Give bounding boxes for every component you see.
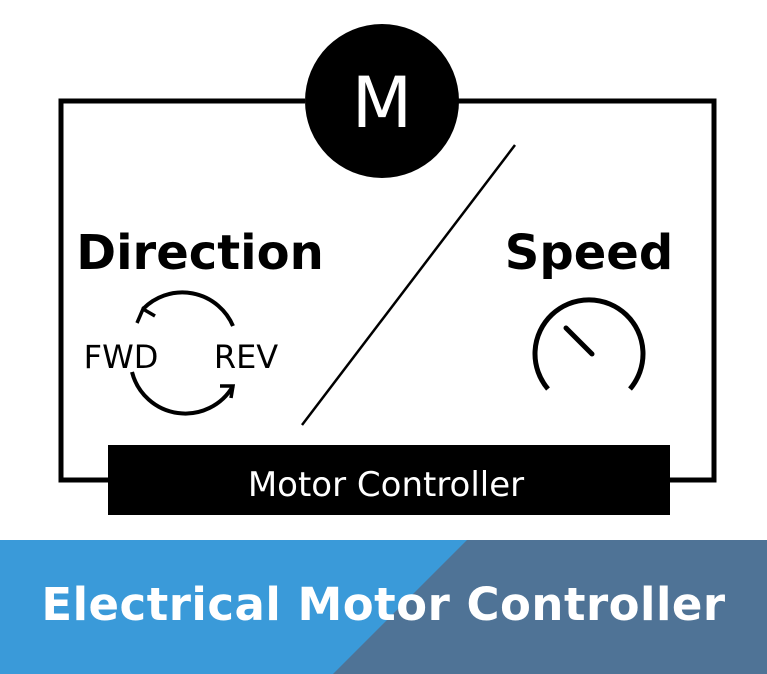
direction-heading: Direction [76,225,324,281]
fwd-label: FWD [84,338,159,376]
speed-heading: Speed [505,225,673,281]
divider-line [301,144,516,426]
rev-label: REV [214,338,278,376]
wiring-loop-right [458,98,717,483]
speed-dial-icon [532,297,646,391]
motor-icon: M [305,24,459,178]
wiring-loop [58,98,305,483]
controller-label: Motor Controller [248,465,524,505]
motor-controller-box [108,445,670,515]
page-title: Electrical Motor Controller [41,578,726,631]
motor-controller-diagram: M Direction FWD REV Speed Motor Controll… [58,24,717,515]
banner-background [0,540,767,674]
motor-label: M [352,62,412,144]
rotation-arrows-icon [130,290,236,416]
title-banner: Electrical Motor Controller [0,540,767,674]
